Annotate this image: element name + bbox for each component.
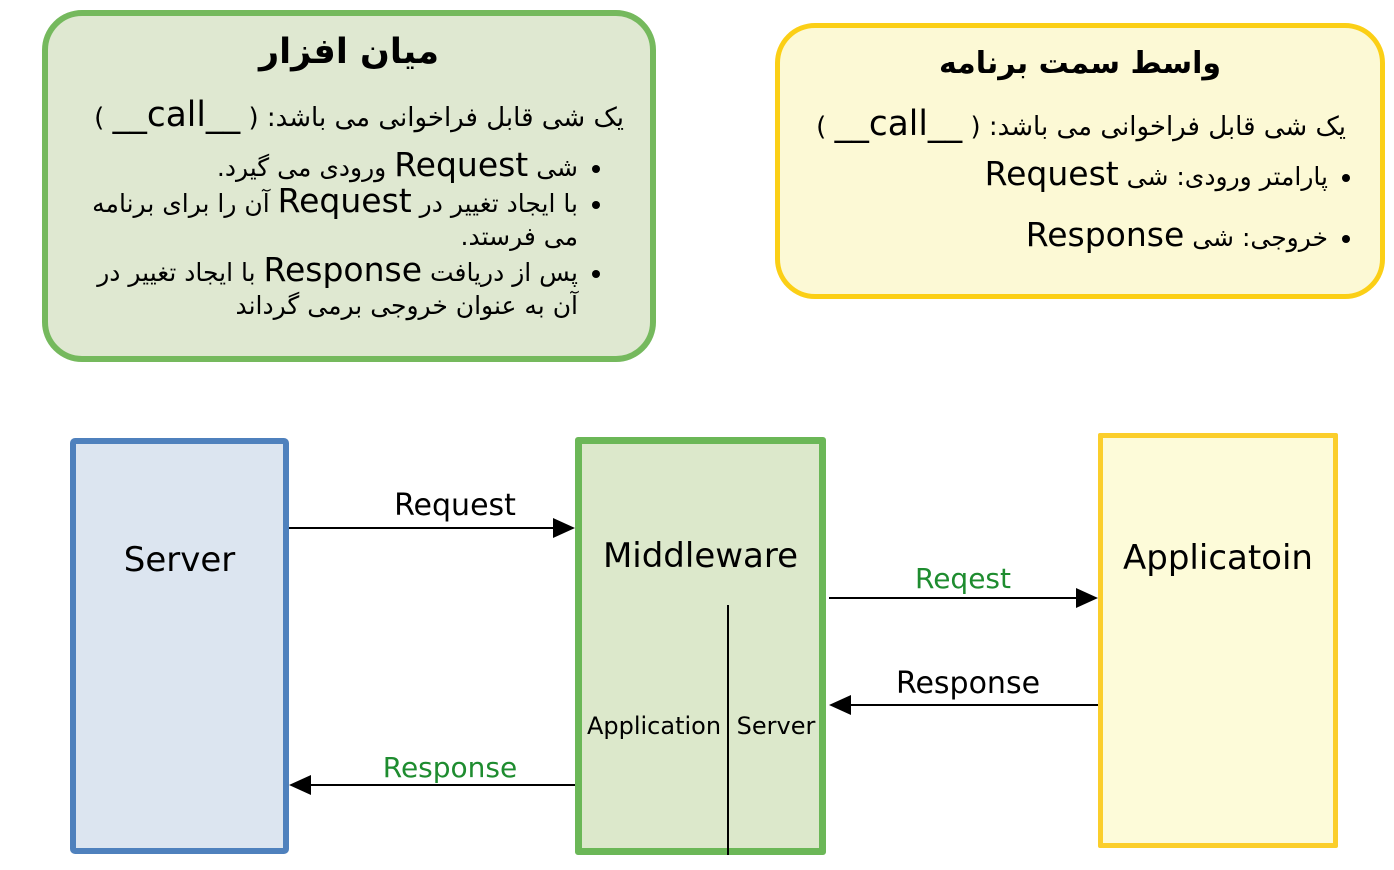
response-arrow-label-green: Response <box>382 751 518 784</box>
app-interface-note-box: واسط سمت برنامه یک شی قابل فراخوانی می ب… <box>775 23 1385 299</box>
latin-segment: Request <box>984 154 1119 194</box>
middleware-divider-line <box>727 605 729 855</box>
application-box-label: Applicatoin <box>1123 538 1313 578</box>
reqest-arrow-middleware-to-application <box>829 588 1098 608</box>
latin-segment: Response <box>263 250 423 290</box>
text-segment: یک شی قابل فراخوانی می باشد: ( <box>970 112 1346 142</box>
text-segment: خروجی: شی <box>1192 222 1328 252</box>
arrow-shaft <box>289 527 557 529</box>
middleware-note-title: میان افزار <box>259 32 439 72</box>
text-segment: ) <box>816 112 827 142</box>
latin-segment: __call__ <box>112 95 241 135</box>
list-item: پس از دریافت Response با ایجاد تغییر در … <box>74 253 578 322</box>
middleware-box-label: Middleware <box>602 536 799 576</box>
list-item: شی Request ورودی می گیرد. <box>74 148 578 184</box>
middleware-server-section-label: Server <box>736 712 816 740</box>
reqest-arrow-label: Reqest <box>915 562 1011 595</box>
arrowhead-left-icon <box>289 775 311 795</box>
app-interface-note-title: واسط سمت برنامه <box>938 46 1222 81</box>
text-segment: پارامتر ورودی: شی <box>1126 162 1328 192</box>
arrow-shaft <box>847 704 1098 706</box>
latin-segment: Request <box>394 145 529 185</box>
arrow-shaft <box>307 784 575 786</box>
arrow-shaft <box>829 597 1080 599</box>
text-segment: با ایجاد تغییر در <box>419 189 578 219</box>
middleware-box: Middleware <box>575 437 826 855</box>
middleware-application-section-label: Application <box>586 712 722 740</box>
arrowhead-right-icon <box>1076 588 1098 608</box>
text-segment: یک شی قابل فراخوانی می باشد: ( <box>248 103 624 133</box>
latin-segment: __call__ <box>834 104 963 144</box>
arrowhead-left-icon <box>829 695 851 715</box>
server-box: Server <box>70 438 289 854</box>
response-arrow-application-to-middleware <box>829 695 1098 715</box>
list-item: پارامتر ورودی: شی Request <box>806 157 1328 194</box>
text-segment: شی <box>536 153 578 183</box>
text-segment: پس از دریافت <box>429 258 578 288</box>
server-box-label: Server <box>123 540 236 580</box>
request-arrow-label: Request <box>394 488 516 523</box>
list-item: با ایجاد تغییر در Request آن را برای برن… <box>74 184 578 253</box>
text-segment: ) <box>94 103 105 133</box>
app-interface-note-list: پارامتر ورودی: شی Request خروجی: شی Resp… <box>780 157 1380 254</box>
text-segment: ورودی می گیرد. <box>216 153 387 183</box>
arrowhead-right-icon <box>553 518 575 538</box>
middleware-note-box: میان افزار یک شی قابل فراخوانی می باشد: … <box>42 10 656 362</box>
latin-segment: Response <box>1025 214 1185 254</box>
response-arrow-middleware-to-server <box>289 775 575 795</box>
application-box: Applicatoin <box>1098 433 1338 848</box>
middleware-note-intro: یک شی قابل فراخوانی می باشد: ( __call__ … <box>66 98 624 136</box>
latin-segment: Request <box>277 181 412 221</box>
middleware-note-list: شی Request ورودی می گیرد. با ایجاد تغییر… <box>48 148 650 322</box>
text-segment: آن را برای برنامه می فرستد. <box>92 189 578 252</box>
response-arrow-label: Response <box>895 666 1041 701</box>
app-interface-note-intro: یک شی قابل فراخوانی می باشد: ( __call__ … <box>798 107 1346 145</box>
request-arrow-server-to-middleware <box>289 518 575 538</box>
list-item: خروجی: شی Response <box>806 218 1328 255</box>
text-segment: با ایجاد تغییر در آن به عنوان خروجی برمی… <box>97 258 578 321</box>
